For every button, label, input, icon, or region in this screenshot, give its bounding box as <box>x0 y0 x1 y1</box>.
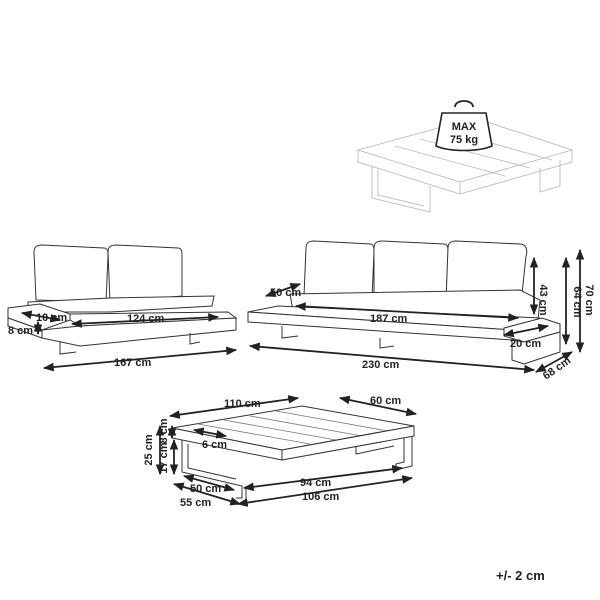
table-edge-label: 6 cm <box>202 439 227 451</box>
loveseat-dimensions: 10 cm 8 cm 124 cm 167 cm <box>8 310 238 372</box>
table-top-depth-label: 60 cm <box>370 395 401 407</box>
sofa-back-depth-label: 50 cm <box>270 287 301 299</box>
sofa-side-table-label: 20 cm <box>510 338 541 350</box>
loveseat-arm-height-label: 8 cm <box>8 325 33 337</box>
loveseat-total-width-label: 167 cm <box>114 357 152 369</box>
loveseat-seat-width-label: 124 cm <box>127 313 165 325</box>
table-leg-height-label: 17 cm <box>158 442 170 473</box>
table-top-thickness-label: 8 cm <box>158 418 170 443</box>
sofa-total-width-label: 230 cm <box>362 359 400 371</box>
coffee-table-dimensions: 110 cm 60 cm 25 cm 17 cm 8 cm 6 cm 50 cm… <box>143 395 418 509</box>
tolerance-label: +/- 2 cm <box>496 568 545 583</box>
table-total-width-label: 106 cm <box>302 491 340 503</box>
table-overall-height-label: 25 cm <box>143 434 155 465</box>
sofa-seat-width-label: 187 cm <box>370 313 408 325</box>
loveseat-depth-label: 10 cm <box>36 312 67 324</box>
weight-max-label: MAX <box>452 121 477 133</box>
sofa-seat-height-label: 43 cm <box>537 284 549 315</box>
sofa-total-depth-label: 68 cm <box>541 355 574 383</box>
sofa-height-high-label: 70 cm <box>583 284 595 315</box>
table-total-depth-label: 55 cm <box>180 497 211 509</box>
faded-table <box>356 117 574 213</box>
loveseat-drawing <box>7 244 238 355</box>
table-top-width-label: 110 cm <box>224 398 261 410</box>
table-inner-width-label: 94 cm <box>300 477 331 489</box>
table-load-illustration: MAX 75 kg <box>356 100 574 213</box>
sofa-height-low-label: 64 cm <box>571 286 583 317</box>
weight-icon: MAX 75 kg <box>435 100 493 152</box>
weight-value-label: 75 kg <box>450 134 478 146</box>
